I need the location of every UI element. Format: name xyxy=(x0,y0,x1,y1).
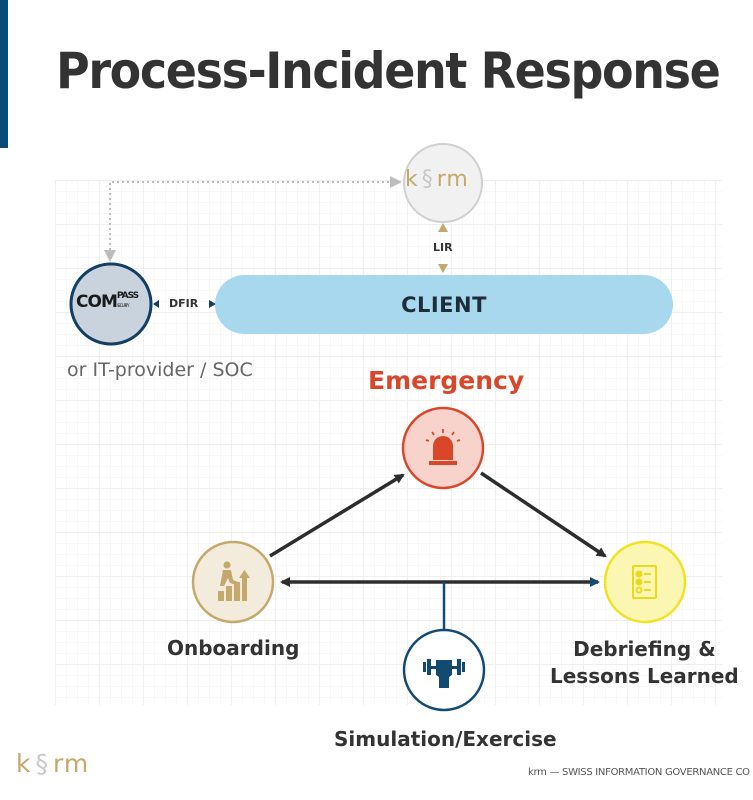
footer-logo-rm: rm xyxy=(52,749,90,778)
footer-logo-k: k xyxy=(16,749,32,778)
onboarding-node[interactable] xyxy=(191,540,275,624)
krm-logo-k: k xyxy=(405,167,419,192)
krm-logo-section: § xyxy=(421,167,434,192)
krm-logo-rm: rm xyxy=(436,167,469,192)
debrief-node[interactable] xyxy=(603,540,687,624)
debrief-label-line2: Lessons Learned xyxy=(550,664,739,688)
arrowhead-to-krm xyxy=(390,176,402,188)
compass-subtitle: or IT-provider / SOC xyxy=(67,359,253,381)
lir-label: LIR xyxy=(433,241,453,254)
compass-logo-security: SECURITY xyxy=(116,303,130,308)
compass-logo-m: M xyxy=(100,292,118,312)
onboarding-label: Onboarding xyxy=(167,636,300,660)
checklist-icon xyxy=(632,565,657,599)
krm-logo: k§rm xyxy=(405,167,469,192)
krm-node[interactable] xyxy=(403,143,483,223)
dfir-arrow-left xyxy=(153,300,159,308)
emergency-label: Emergency xyxy=(368,366,525,395)
dfir-arrow-right xyxy=(209,300,216,308)
edge-onboarding-to-emergency xyxy=(269,473,405,558)
edge-emergency-to-debrief xyxy=(480,471,607,558)
compass-logo-o: O xyxy=(87,292,101,312)
footer-logo-section: § xyxy=(35,749,49,778)
slide-title: Process-Incident Response xyxy=(56,42,721,100)
arrowhead-to-compass xyxy=(104,250,116,262)
compass-node[interactable] xyxy=(69,262,153,346)
debrief-label-line1: Debriefing & xyxy=(573,637,716,661)
compass-logo-c: C xyxy=(76,292,89,312)
climbing-stairs-icon xyxy=(218,561,250,601)
footer-logo: k§rm xyxy=(16,749,89,778)
simulation-label: Simulation/Exercise xyxy=(334,727,557,751)
siren-icon xyxy=(425,429,461,465)
dotted-connector xyxy=(109,181,392,250)
compass-logo-pass: PASS xyxy=(116,291,139,301)
client-label: CLIENT xyxy=(401,292,487,317)
accent-bar xyxy=(0,0,8,148)
dfir-label: DFIR xyxy=(169,297,199,310)
lir-arrow-down xyxy=(438,264,448,273)
grid-background xyxy=(55,180,722,705)
debrief-label: Debriefing & Lessons Learned xyxy=(550,636,739,690)
emergency-node[interactable] xyxy=(401,406,485,490)
client-pill[interactable]: CLIENT xyxy=(215,275,673,334)
footer-text: krm — SWISS INFORMATION GOVERNANCE CO xyxy=(528,767,750,778)
simulation-node[interactable] xyxy=(402,628,486,712)
dumbbell-fist-icon xyxy=(423,659,465,688)
lir-arrow-up xyxy=(438,223,448,232)
